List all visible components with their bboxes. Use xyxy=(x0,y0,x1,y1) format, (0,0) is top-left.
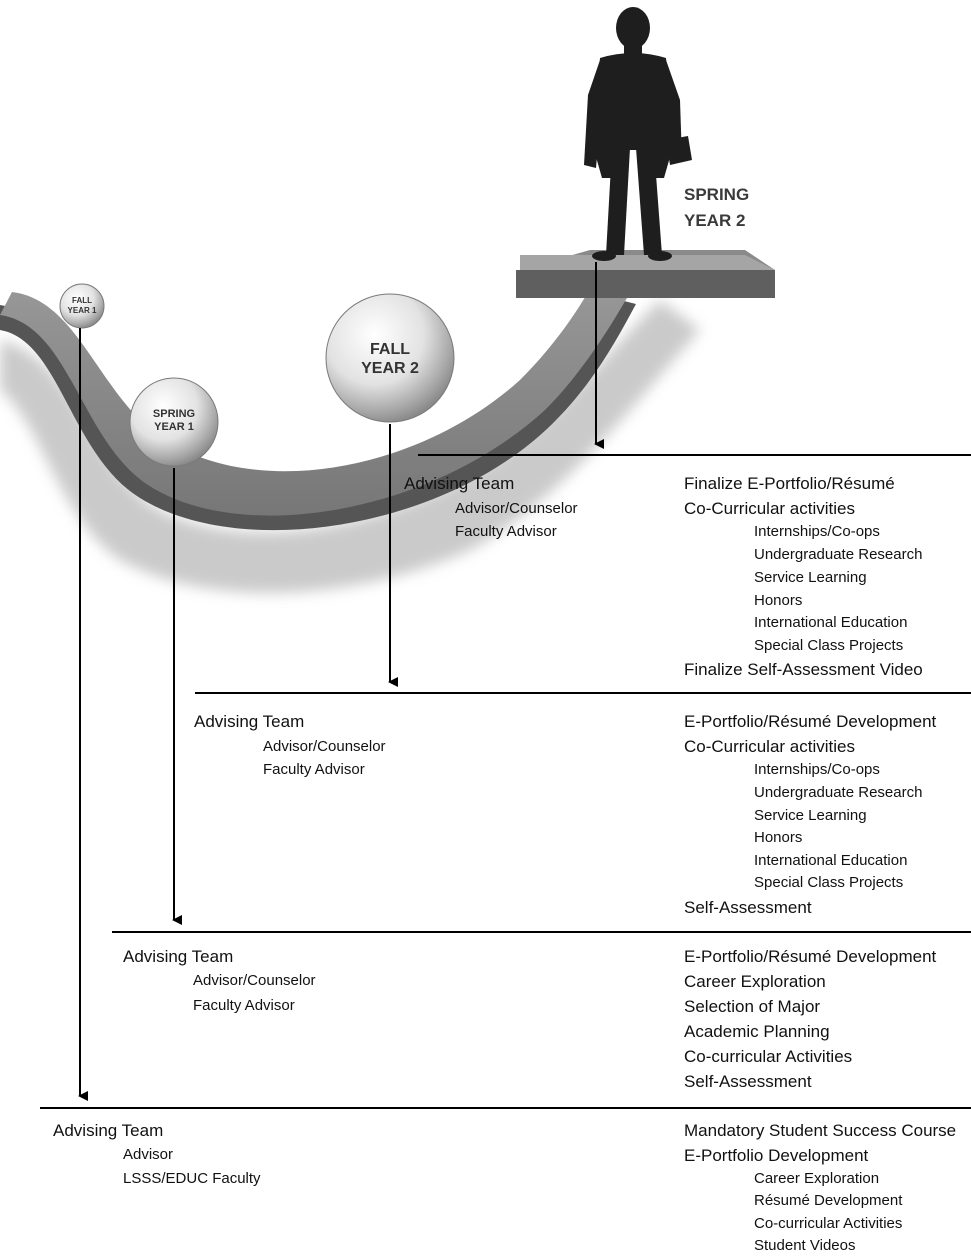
stage-label-line: SPRING xyxy=(684,185,750,204)
activity-subitem: Undergraduate Research xyxy=(754,784,923,801)
activity-subitem: Honors xyxy=(754,592,803,609)
stage-label-line: YEAR 2 xyxy=(684,211,746,230)
activity-subitem: Résumé Development xyxy=(754,1192,903,1209)
advising-team-title: Advising Team xyxy=(123,947,234,966)
activity-item: Finalize Self-Assessment Video xyxy=(684,660,923,679)
activity-subitem: Special Class Projects xyxy=(754,874,904,891)
activity-subitem: Special Class Projects xyxy=(754,637,904,654)
activity-item: E-Portfolio Development xyxy=(684,1146,869,1165)
road-edge xyxy=(0,300,636,531)
stage-label-spring-year-2: SPRING YEAR 2 xyxy=(684,182,749,234)
advising-team-title: Advising Team xyxy=(53,1121,164,1140)
advising-member: Advisor xyxy=(123,1146,174,1163)
activity-item: E-Portfolio/Résumé Development xyxy=(684,712,937,731)
stage-label-line: SPRING xyxy=(152,408,196,420)
stage-label-spring-year-1: SPRING YEAR 1 xyxy=(140,408,208,434)
activity-subitem: Student Videos xyxy=(754,1237,856,1254)
advising-member: Advisor/Counselor xyxy=(193,972,316,989)
activity-subitem: Internships/Co-ops xyxy=(754,523,880,540)
sphere-fall-year-1 xyxy=(59,283,105,329)
activity-item: Career Exploration xyxy=(684,972,826,991)
activity-subitem: Service Learning xyxy=(754,569,867,586)
stage-label-line: FALL xyxy=(72,296,92,305)
activity-subitem: Career Exploration xyxy=(754,1170,880,1187)
sphere-spring-year-1 xyxy=(129,377,219,467)
activity-subitem: Internships/Co-ops xyxy=(754,761,880,778)
activity-subitem: Honors xyxy=(754,829,803,846)
advising-team-title: Advising Team xyxy=(194,712,305,731)
stage-label-line: FALL xyxy=(370,341,410,358)
activity-item: Co-Curricular activities xyxy=(684,499,855,518)
activity-item: Mandatory Student Success Course xyxy=(684,1121,957,1140)
activity-item: Selection of Major xyxy=(684,997,821,1016)
stage-label-line: YEAR 1 xyxy=(67,305,97,315)
advising-member: Advisor/Counselor xyxy=(263,738,386,755)
advising-member: Faculty Advisor xyxy=(455,523,557,540)
stage-label-fall-year-1: FALL YEAR 1 xyxy=(64,296,100,315)
activity-item: Self-Assessment xyxy=(684,1072,812,1091)
stage-label-fall-year-2: FALL YEAR 2 xyxy=(348,340,432,378)
advising-team-title: Advising Team xyxy=(404,474,515,493)
activity-item: Co-curricular Activities xyxy=(684,1047,853,1066)
activity-subitem: International Education xyxy=(754,852,908,869)
activity-item: Academic Planning xyxy=(684,1022,830,1041)
activity-subitem: Undergraduate Research xyxy=(754,546,923,563)
activity-item: Finalize E-Portfolio/Résumé xyxy=(684,474,895,493)
activity-subitem: Service Learning xyxy=(754,807,867,824)
activity-item: Self-Assessment xyxy=(684,898,812,917)
sphere-fall-year-2 xyxy=(325,293,455,423)
arrow-platform xyxy=(516,250,775,298)
person-silhouette-icon xyxy=(584,7,692,261)
stage-label-line: YEAR 2 xyxy=(361,360,419,378)
advising-member: LSSS/EDUC Faculty xyxy=(123,1170,261,1187)
activity-subitem: Co-curricular Activities xyxy=(754,1215,903,1232)
advising-member: Faculty Advisor xyxy=(193,997,295,1014)
stage-label-line: YEAR 1 xyxy=(154,421,194,434)
activity-subitem: International Education xyxy=(754,614,908,631)
activity-item: Co-Curricular activities xyxy=(684,737,855,756)
activity-item: E-Portfolio/Résumé Development xyxy=(684,947,937,966)
advising-member: Faculty Advisor xyxy=(263,761,365,778)
advising-member: Advisor/Counselor xyxy=(455,500,578,517)
